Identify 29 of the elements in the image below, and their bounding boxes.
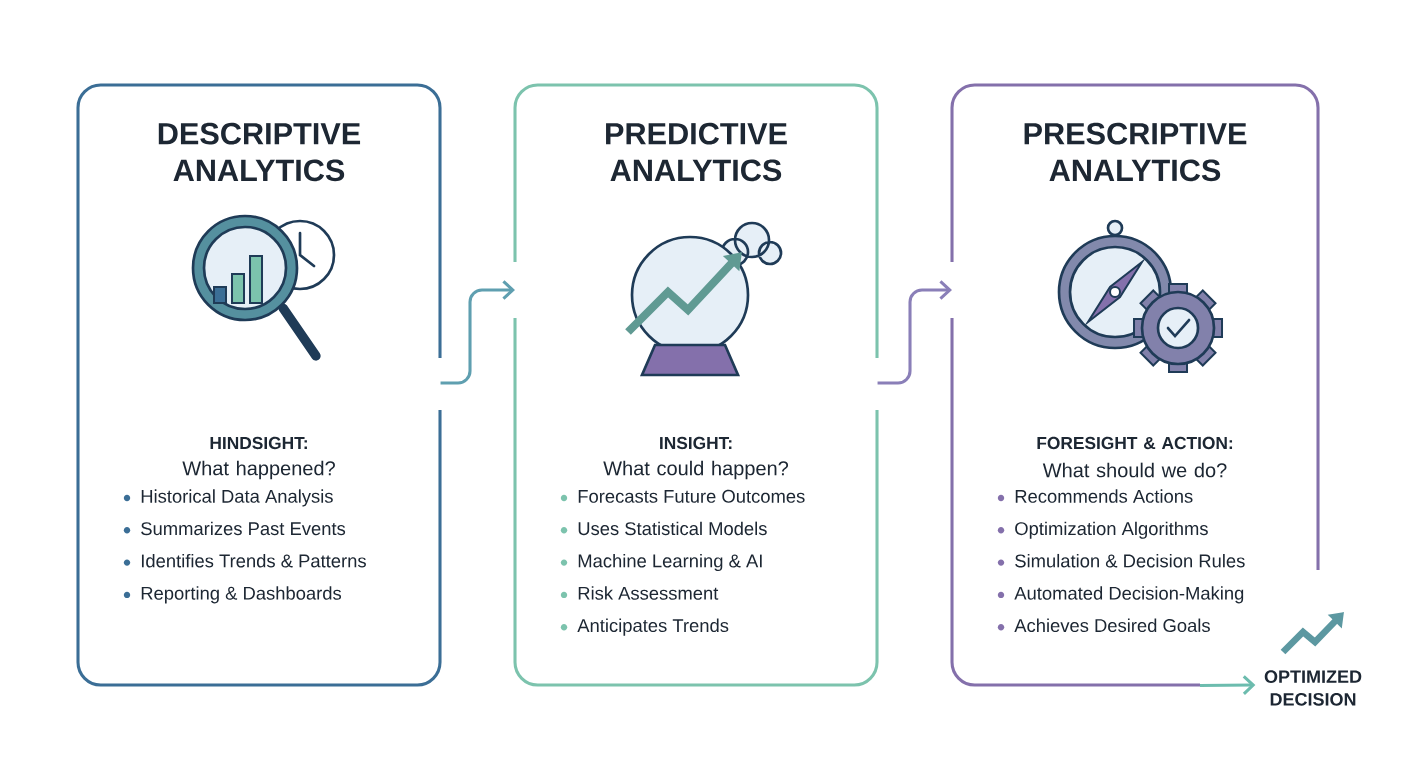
card-question: What should we do? — [1042, 462, 1227, 478]
card-subheading: FORESIGHT & ACTION: — [1037, 436, 1233, 450]
bullet-item: Optimization Algorithms — [997, 521, 1208, 539]
bullet-item: Identifies Trends & Patterns — [123, 553, 366, 568]
bullet-item: Reporting & Dashboards — [123, 586, 342, 604]
bullet-item: Risk Assessment — [560, 586, 719, 600]
analytics-card — [76, 83, 442, 687]
arrow — [1200, 675, 1256, 695]
card-question: What could happen? — [603, 460, 789, 480]
bullet-item: Automated Decision-Making — [997, 586, 1244, 604]
result-label: OPTIMIZED DECISION — [1264, 670, 1362, 706]
bullet-item: Historical Data Analysis — [123, 489, 333, 507]
bullet-item: Achieves Desired Goals — [997, 618, 1210, 633]
analytics-card — [513, 83, 879, 687]
card-question: What happened? — [182, 460, 335, 480]
bullet-item: Machine Learning & AI — [560, 553, 762, 572]
card-heading: PRESCRIPTIVE ANALYTICS — [1024, 122, 1247, 182]
bullet-item: Anticipates Trends — [560, 618, 729, 636]
card-heading: DESCRIPTIVE ANALYTICS — [158, 122, 361, 182]
bullet-item: Recommends Actions — [997, 489, 1193, 503]
arrow — [877, 280, 952, 385]
bullet-item: Forecasts Future Outcomes — [560, 489, 805, 503]
card-subheading: INSIGHT: — [660, 436, 732, 450]
arrow — [440, 280, 515, 385]
bullet-item: Uses Statistical Models — [560, 521, 767, 536]
card-heading: PREDICTIVE ANALYTICS — [606, 122, 787, 182]
bullet-item: Summarizes Past Events — [123, 521, 346, 536]
card-subheading: HINDSIGHT: — [210, 436, 307, 450]
bullet-item: Simulation & Decision Rules — [997, 553, 1245, 568]
